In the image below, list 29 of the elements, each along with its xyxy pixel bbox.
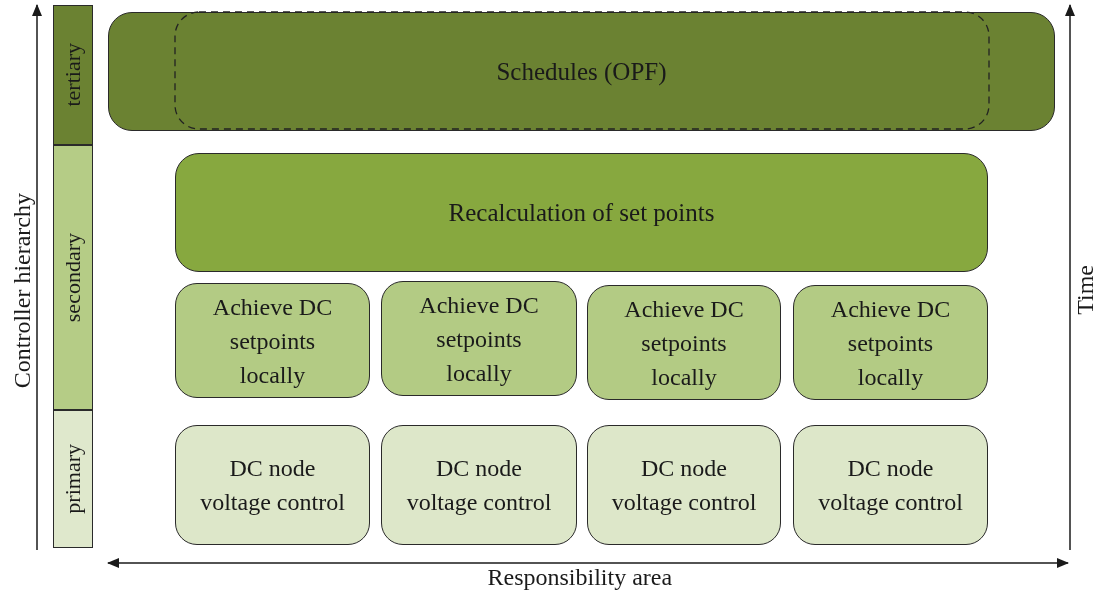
schedule-box <box>108 12 1055 131</box>
box-text: Achieve DC setpoints locally <box>623 294 745 392</box>
tertiary-level-band <box>53 5 93 145</box>
voltage-control-box <box>793 425 988 545</box>
axis-label: Controller hierarchy <box>8 192 36 388</box>
box-text: DC node voltage control <box>405 454 553 517</box>
local-control-box <box>381 281 577 396</box>
level-label: primary <box>60 444 86 514</box>
voltage-control-box <box>175 425 370 545</box>
box-text: DC node voltage control <box>610 454 758 517</box>
level-label: tertiary <box>60 43 86 107</box>
local-control-box <box>587 285 781 400</box>
box-text: Recalculation of set points <box>447 198 716 228</box>
box-text: Schedules (OPF) <box>495 57 668 88</box>
box-text: Achieve DC setpoints locally <box>211 292 334 390</box>
box-text: DC node voltage control <box>199 454 346 517</box>
axis-label: Time <box>1071 265 1098 315</box>
local-control-box <box>175 283 370 398</box>
box-text: Achieve DC setpoints locally <box>829 294 952 392</box>
local-control-box <box>793 285 988 400</box>
voltage-control-box <box>587 425 781 545</box>
voltage-control-box <box>381 425 577 545</box>
secondary-level-band <box>53 145 93 410</box>
primary-level-band <box>53 410 93 548</box>
box-text: DC node voltage control <box>817 454 964 517</box>
box-text: Achieve DC setpoints locally <box>418 290 540 388</box>
axis-label: Responsibility area <box>487 563 673 591</box>
recalculation-box <box>175 153 988 272</box>
level-label: secondary <box>60 232 86 323</box>
